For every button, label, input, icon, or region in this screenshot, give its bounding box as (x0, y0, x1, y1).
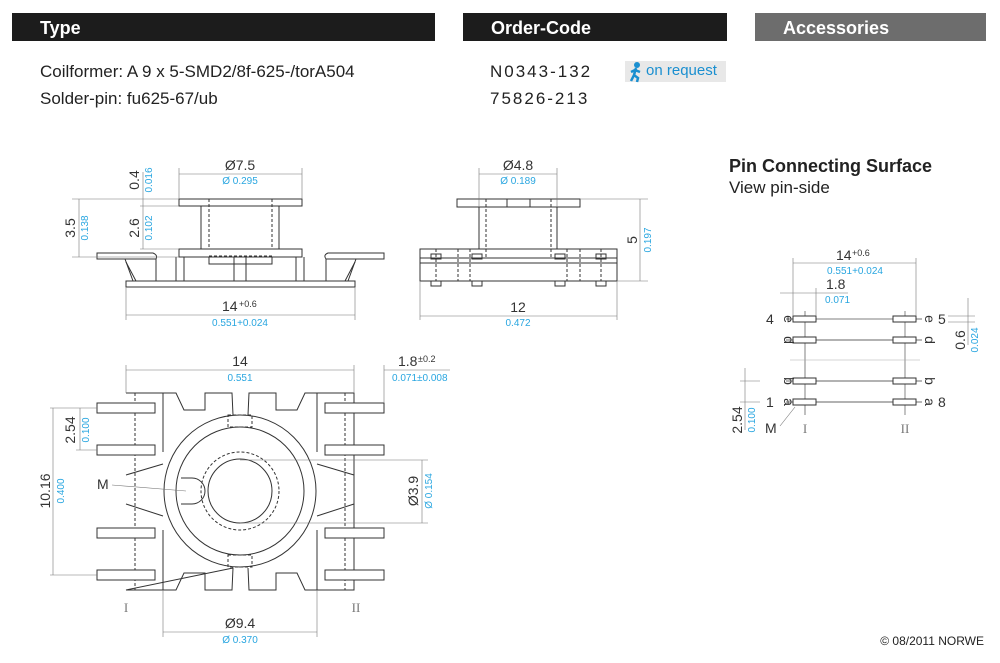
front-dia-label: Ø7.5 (225, 157, 256, 173)
order-code-header: Order-Code (463, 13, 727, 41)
hole-dia-inch: Ø 0.154 (424, 473, 435, 509)
row-a-left: a (781, 398, 797, 406)
pin-surface-subtitle: View pin-side (729, 178, 830, 197)
row-e-right: e (922, 315, 938, 323)
outer-dia-label: Ø9.4 (225, 615, 256, 631)
front-width-inch: 0.551+0.024 (212, 318, 268, 329)
bottom-view: 14 0.551 1.8 ±0.2 0.071±0.008 10.16 0.40… (37, 353, 450, 646)
pin-1-label: 1 (766, 394, 774, 410)
solder-pin-order-code: 75826-213 (490, 89, 590, 108)
row-d-left: d (781, 336, 797, 344)
coilformer-order-code: N0343-132 (490, 62, 593, 81)
front-dia-inch: Ø 0.295 (222, 176, 258, 187)
ps-pin-width-inch: 0.024 (970, 327, 981, 352)
side-width-inch: 0.472 (505, 318, 530, 329)
row-b-right: b (922, 377, 938, 385)
span-inch: 0.400 (56, 478, 67, 503)
side-dia-label: Ø4.8 (503, 157, 534, 173)
front-view: Ø7.5 Ø 0.295 3.5 0.138 0.4 0.016 2.6 0.1… (62, 157, 385, 329)
side-width-label: 12 (510, 299, 526, 315)
front-winding-label: 2.6 (126, 218, 142, 238)
pin-4-label: 4 (766, 311, 774, 327)
ps-pin-length-label: 1.8 (826, 276, 846, 292)
on-request-badge[interactable]: on request (625, 61, 726, 83)
ps-width-tol: +0.6 (852, 248, 870, 258)
front-width-tol: +0.6 (239, 299, 257, 309)
ps-pitch-label: 2.54 (729, 406, 745, 433)
ps-side-ii: II (901, 421, 910, 436)
front-height-inch: 0.138 (80, 215, 91, 240)
ps-pitch-inch: 0.100 (747, 407, 758, 432)
outer-dia-inch: Ø 0.370 (222, 635, 258, 646)
row-b-left: b (781, 377, 797, 385)
pin-8-label: 8 (938, 394, 946, 410)
ps-side-i: I (803, 421, 807, 436)
pitch-label: 2.54 (62, 416, 78, 443)
side-i-label: I (124, 600, 128, 615)
side-view: Ø4.8 Ø 0.189 5 0.197 12 0.472 (419, 157, 654, 329)
front-flange-label: 0.4 (126, 170, 142, 190)
pin-5-label: 5 (938, 311, 946, 327)
bottom-width-label: 14 (232, 353, 248, 369)
row-d-right: d (922, 336, 938, 344)
coilformer-type: Coilformer: A 9 x 5-SMD2/8f-625-/torA504 (40, 62, 355, 81)
side-ii-label: II (352, 600, 361, 615)
front-height-label: 3.5 (62, 218, 78, 238)
on-request-label: on request (646, 62, 717, 79)
side-height-inch: 0.197 (643, 227, 654, 252)
marker-label: M (97, 476, 109, 492)
bottom-width-inch: 0.551 (227, 373, 252, 384)
pin-length-inch: 0.071±0.008 (392, 373, 448, 384)
ps-marker-label: M (765, 420, 777, 436)
solder-pin-type: Solder-pin: fu625-67/ub (40, 89, 218, 108)
side-dia-inch: Ø 0.189 (500, 176, 536, 187)
row-a-right: a (922, 398, 938, 406)
ps-width-label: 14 (836, 247, 852, 263)
front-width-label: 14 (222, 298, 238, 314)
pin-length-label: 1.8 (398, 353, 418, 369)
front-flange-inch: 0.016 (144, 167, 155, 192)
pin-connecting-diagram: 14 +0.6 0.551+0.024 1.8 0.071 0.6 0.024 … (729, 247, 981, 436)
span-label: 10.16 (37, 473, 53, 508)
pitch-inch: 0.100 (81, 417, 92, 442)
type-header: Type (12, 13, 435, 41)
front-winding-inch: 0.102 (144, 215, 155, 240)
ps-width-inch: 0.551+0.024 (827, 266, 883, 277)
row-e-left: e (781, 315, 797, 323)
copyright: © 08/2011 NORWE (880, 634, 984, 648)
pin-length-tol: ±0.2 (418, 354, 435, 364)
ps-pin-length-inch: 0.071 (825, 295, 850, 306)
hole-dia-label: Ø3.9 (405, 476, 421, 507)
ps-pin-width-label: 0.6 (952, 330, 968, 350)
side-height-label: 5 (624, 236, 640, 244)
pin-surface-title: Pin Connecting Surface (729, 156, 933, 176)
accessories-header[interactable]: Accessories (755, 13, 986, 41)
running-person-icon (629, 62, 641, 83)
